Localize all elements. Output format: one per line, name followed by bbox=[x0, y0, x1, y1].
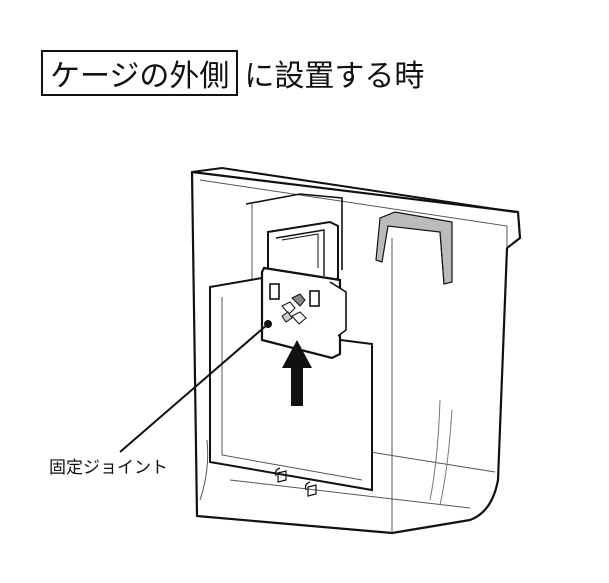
container-rim bbox=[191, 166, 516, 213]
bottom-lock-marks bbox=[274, 467, 317, 497]
plate-slot-right bbox=[309, 290, 320, 307]
callout-leader-line bbox=[119, 323, 269, 453]
fixing-joint-plate bbox=[260, 266, 347, 360]
unlock-symbol-icon bbox=[281, 293, 307, 325]
title: ケージの外側 に設置する時 bbox=[41, 45, 424, 101]
callout-label: 固定ジョイント bbox=[49, 458, 168, 478]
title-boxed-text: ケージの外側 bbox=[41, 50, 239, 96]
back-slot bbox=[245, 193, 343, 270]
title-rest-text: に設置する時 bbox=[244, 59, 425, 94]
up-arrow-icon bbox=[282, 340, 312, 406]
plate-slot-left bbox=[269, 283, 280, 300]
side-hooks bbox=[375, 211, 453, 285]
